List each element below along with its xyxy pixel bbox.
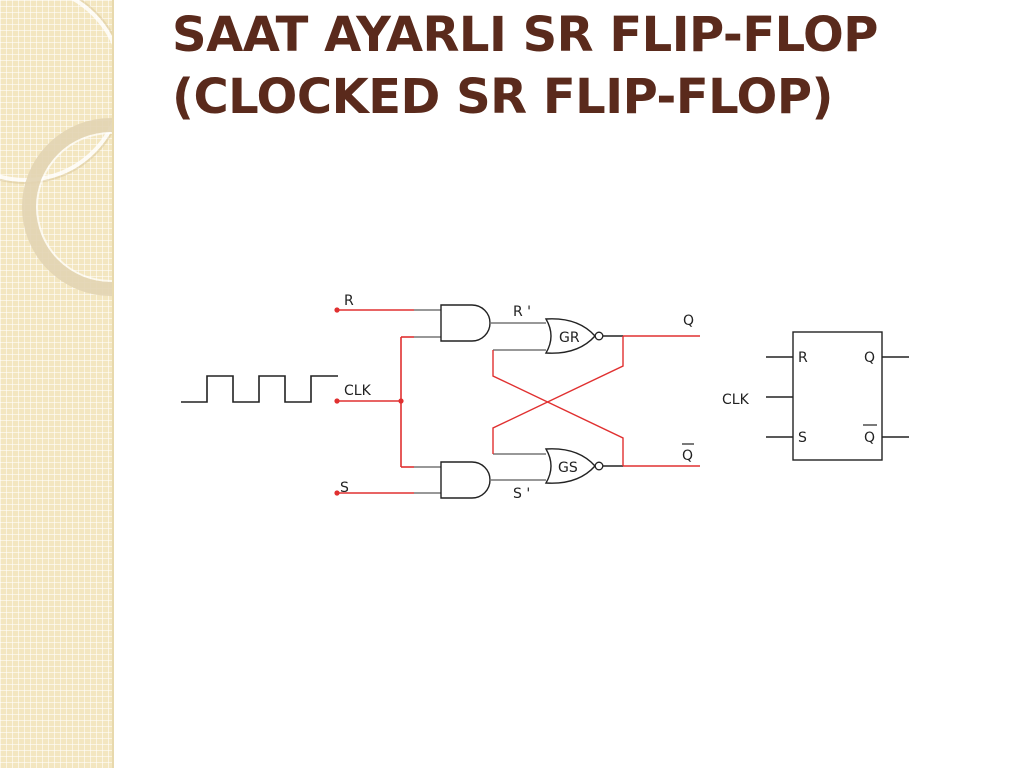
output-q-bar-label: Q (682, 448, 693, 464)
flip-flop-block (792, 331, 883, 461)
nor-gate-gr (544, 318, 596, 354)
gate-gr-label: GR (559, 330, 580, 346)
title-line-2: (CLOCKED SR FLIP-FLOP) (172, 69, 833, 125)
and-outputs (490, 322, 546, 481)
r-prime-label: R ' (513, 304, 531, 320)
nor-gate-gs-bubble (594, 461, 604, 471)
block-q-label: Q (864, 350, 875, 366)
input-clk-label: CLK (344, 383, 372, 399)
nor-gate-gr-bubble (594, 331, 604, 341)
clock-waveform (181, 375, 338, 403)
block-r-label: R (798, 350, 808, 366)
title-line-1: SAAT AYARLI SR FLIP-FLOP (172, 7, 878, 63)
input-s-label: S (340, 480, 349, 496)
and-gate-top (440, 304, 491, 342)
s-prime-label: S ' (513, 486, 530, 502)
slide-title: SAAT AYARLI SR FLIP-FLOP (CLOCKED SR FLI… (172, 4, 1012, 128)
and-gate-bottom (440, 461, 491, 499)
output-q-label: Q (683, 313, 694, 329)
block-pins (766, 356, 909, 438)
gate-gs-label: GS (558, 460, 578, 476)
input-terminals (334, 307, 404, 496)
input-r-label: R (344, 293, 354, 309)
nor-gate-gs (544, 448, 596, 484)
decorative-sidebar (0, 0, 114, 768)
block-clk-label: CLK (722, 392, 750, 408)
and-gate-inputs (414, 309, 441, 494)
block-s-label: S (798, 430, 807, 446)
block-q-bar-label: Q (864, 430, 875, 446)
feedback-wires (492, 335, 700, 467)
nor-output-stubs (603, 335, 623, 467)
